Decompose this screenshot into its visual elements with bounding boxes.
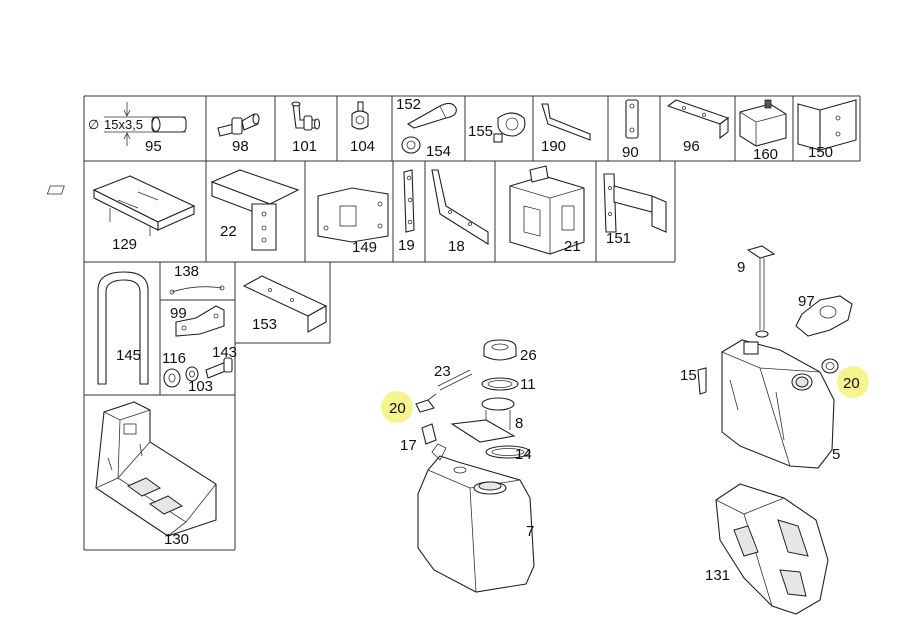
label-22: 22 [220,223,237,240]
part-151-bracket [603,173,667,233]
label-5: 5 [832,446,840,463]
label-103: 103 [188,378,213,395]
label-149: 149 [352,239,377,256]
label-155: 155 [468,123,493,140]
part-160-bracket [739,99,787,147]
part-138-cable [169,285,225,295]
parts-grid [83,95,861,551]
label-14: 14 [515,446,532,463]
part-149-plate [317,187,389,243]
part-145-ubar [97,271,149,385]
part-22-bracket [210,169,300,251]
part-104-clip [351,101,369,130]
label-138: 138 [174,263,199,280]
part-101-elbow [291,101,321,131]
part-155-clamp [493,112,526,143]
highlight-right [837,366,869,398]
label-190: 190 [541,138,566,155]
label-153: 153 [252,316,277,333]
highlight-center [381,391,413,423]
part-98-fitting [217,113,260,137]
part-190-bracket [541,103,591,141]
label-19: 19 [398,237,415,254]
label-15: 15 [680,367,697,384]
part-143-bolt [205,357,233,379]
label-17: 17 [400,437,417,454]
label-116: 116 [162,350,186,367]
label-96: 96 [683,138,700,155]
label-18: 18 [448,238,465,255]
part-99-plate [175,305,225,337]
part-116-grommet [163,368,181,388]
label-160: 160 [753,146,778,163]
label-8: 8 [515,415,523,432]
part-21-bracket [509,165,585,255]
label-131: 131 [705,567,730,584]
label-154: 154 [426,143,451,160]
assembly-right [697,245,853,615]
assembly-center [415,339,535,593]
label-21: 21 [564,238,581,255]
label-90: 90 [622,144,639,161]
part-90-strip [625,99,639,139]
label-7: 7 [526,523,534,540]
label-152: 152 [396,96,421,113]
part-95-tube: ∅ 15x3,5 [88,102,187,146]
part-154-bushing [401,136,421,154]
label-143: 143 [212,344,237,361]
label-150: 150 [808,144,833,161]
label-20-right: 20 [843,375,860,392]
label-97: 97 [798,293,815,310]
part-19-strip [403,169,415,233]
label-9: 9 [737,259,745,276]
label-99: 99 [170,305,187,322]
part-153-angle [242,275,328,333]
part-152-strap [406,102,457,129]
part-103-washer [185,366,199,382]
label-145: 145 [116,347,141,364]
label-11: 11 [520,376,536,393]
part-150-bracket [797,99,857,151]
label-95: 95 [145,138,162,155]
label-130: 130 [164,531,189,548]
label-129: 129 [112,236,137,253]
label-20-center: 20 [389,400,406,417]
label-98: 98 [232,138,249,155]
label-23: 23 [434,363,451,380]
diameter-symbol: ∅ [88,117,99,132]
part-96-strip [666,99,730,140]
label-151: 151 [606,230,631,247]
label-104: 104 [350,138,375,155]
label-26: 26 [520,347,537,364]
part-18-strap [431,169,489,245]
part-130-frame [95,401,217,537]
label-101: 101 [292,138,317,155]
part-95-dimension: 15x3,5 [104,117,143,132]
part-129-tray [46,175,196,236]
